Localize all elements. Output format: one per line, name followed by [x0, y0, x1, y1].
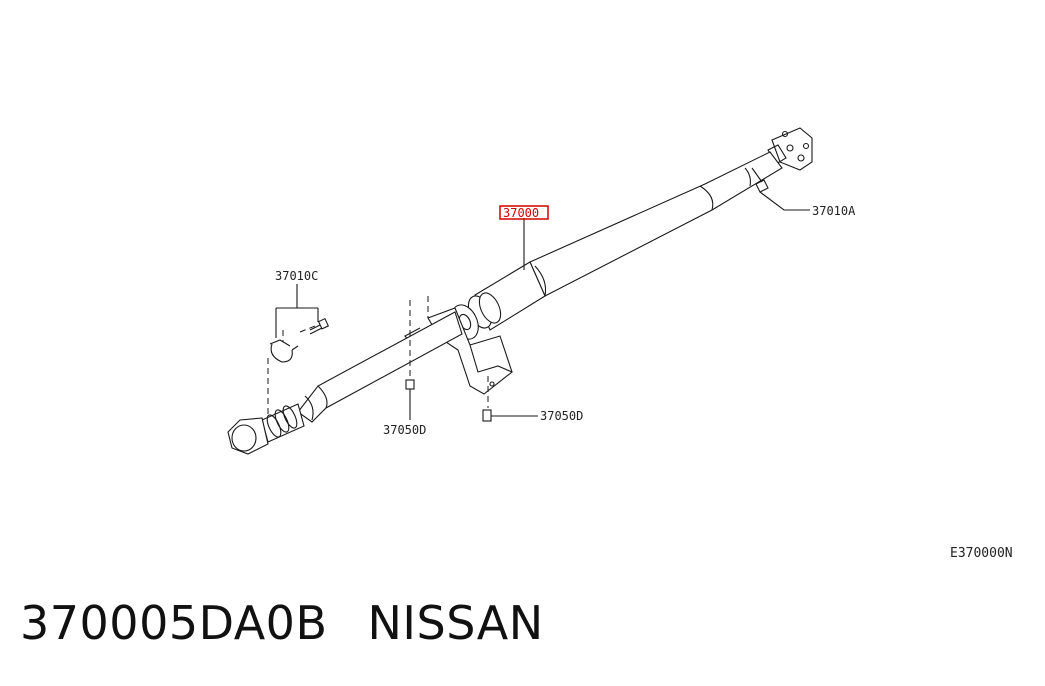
- bracket-bolt-right: [482, 409, 538, 422]
- rear-flange: [767, 127, 813, 171]
- diagram-code: E370000N: [950, 546, 1013, 561]
- part-caption: 370005DA0B NISSAN: [20, 596, 544, 650]
- flange-bolt-callout[interactable]: 37010A: [812, 204, 856, 218]
- brand-name: NISSAN: [367, 596, 544, 650]
- part-number: 370005DA0B: [20, 596, 328, 650]
- front-joint: [227, 403, 305, 455]
- shaft-callout[interactable]: 37000: [503, 206, 539, 220]
- front-tube: [297, 311, 463, 423]
- joint-clamp: [269, 317, 330, 363]
- bracket-bolt-left-callout[interactable]: 37050D: [383, 423, 426, 437]
- bracket-bolt-left: [405, 379, 415, 420]
- leader-lines: [275, 191, 810, 338]
- bracket-bolt-right-callout[interactable]: 37050D: [540, 409, 583, 423]
- shaft-callout-highlight: [499, 205, 549, 220]
- assembly-lines: [267, 296, 489, 416]
- flange-bolt: [751, 167, 769, 193]
- rear-tube: [499, 151, 783, 313]
- joint-bolt-callout[interactable]: 37010C: [275, 269, 318, 283]
